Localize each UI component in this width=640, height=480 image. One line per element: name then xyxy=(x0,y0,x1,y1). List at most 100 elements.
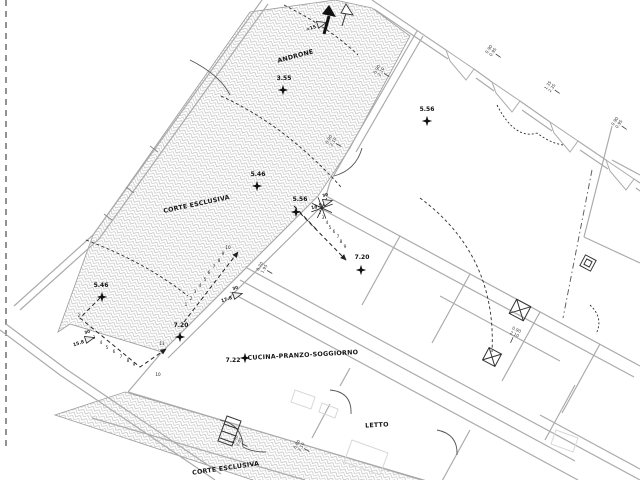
elevation-value: 5.56 xyxy=(420,106,435,113)
entrance-arrows xyxy=(322,3,354,35)
tread-depth: 30 xyxy=(232,285,239,292)
dimension-height: 2.05 xyxy=(235,436,244,447)
dimension-height: 2.10 xyxy=(509,330,520,339)
elevation-star-icon xyxy=(174,331,186,343)
fixtures xyxy=(290,389,579,476)
step-number: 9 xyxy=(133,362,136,367)
dimension-height: 0.95 xyxy=(614,118,624,129)
entry-arrow-tail xyxy=(322,15,331,35)
room-door-arc xyxy=(436,429,458,456)
shaft-box xyxy=(579,254,597,272)
step-number: 5 xyxy=(106,345,109,350)
dimension-height: 2.10 xyxy=(297,441,306,452)
room-label-letto: LETTO xyxy=(365,421,389,429)
elevation-star-icon xyxy=(290,206,302,218)
step-number: 7 xyxy=(213,264,216,269)
bed xyxy=(343,439,389,476)
opening-dimension: 0.900.95 xyxy=(610,116,627,130)
elevation-star-icon xyxy=(251,180,263,192)
dimension-width: 0.90 xyxy=(484,44,494,55)
dimension-height: 0.95 xyxy=(488,46,498,57)
gate-swing-arc xyxy=(220,95,342,188)
riser-height: 14.9 xyxy=(310,202,323,211)
step-number: 8 xyxy=(218,258,221,263)
entry-door-arc xyxy=(189,59,231,96)
tread-flag-icon xyxy=(231,292,244,300)
stair-arrow-c xyxy=(299,212,347,261)
tread-depth: 30 xyxy=(322,192,329,199)
elevation-value: 3.55 xyxy=(277,75,292,82)
stair-arrow-c2 xyxy=(293,205,319,232)
elevation-value: 5.56 xyxy=(293,196,308,203)
dimension-leader-tick xyxy=(266,270,273,274)
dimension-height: 2.35 xyxy=(547,82,557,93)
window-splay xyxy=(549,120,579,153)
elevation-value: 5.46 xyxy=(251,171,266,178)
step-number: 2 xyxy=(190,296,193,301)
step-number: 10 xyxy=(155,372,161,377)
stair-arrow-a xyxy=(183,251,239,323)
hatch-lower-courtyard xyxy=(53,391,426,480)
dimension-height: 2.10 xyxy=(329,136,338,147)
dimension-leader-tick xyxy=(335,143,342,147)
window-splay xyxy=(491,80,521,113)
elevation-star-icon xyxy=(355,264,367,276)
step-number: 7 xyxy=(337,234,340,239)
step-number: 11 xyxy=(159,341,165,346)
riser-height: ≈15 xyxy=(305,24,317,33)
dimension-leader-tick xyxy=(621,125,627,130)
androne-door-arc xyxy=(333,147,363,177)
tread-flag-icon xyxy=(321,199,334,207)
dimension-leader-tick xyxy=(241,443,248,447)
window-splay xyxy=(605,158,635,191)
step-number: 9 xyxy=(222,251,225,256)
dimension-leader-tick xyxy=(303,448,310,452)
step-number: 10 xyxy=(225,245,231,250)
elevation-value: 7.20 xyxy=(174,322,189,329)
opening-dimension: 0.902.10 xyxy=(372,64,390,77)
window-splay xyxy=(445,48,475,81)
dimension-width: 1.35 xyxy=(543,80,553,91)
step-number: 7 xyxy=(120,354,123,359)
dimension-width: 0.90 xyxy=(230,434,239,445)
opening-dimension: 0.902.10 xyxy=(324,134,342,147)
step-number: 3 xyxy=(194,289,197,294)
tread-flag-icon xyxy=(315,21,328,29)
dimension-width: 0.90 xyxy=(511,325,522,334)
opening-dimension: 0.902.05 xyxy=(230,434,248,447)
x-box-bath xyxy=(508,298,532,322)
step-number: 8 xyxy=(340,239,343,244)
elevation-value: 5.46 xyxy=(94,282,109,289)
step-number: 9 xyxy=(344,244,347,249)
site-wall-window-ticks xyxy=(103,145,159,221)
tread-depth: 30 xyxy=(84,329,91,336)
step-number: 5 xyxy=(329,225,332,230)
entry-arrow-head xyxy=(322,5,336,17)
step-number: 8 xyxy=(127,358,130,363)
section-line xyxy=(562,169,593,319)
stair-tread-marker: 30 17.8 xyxy=(220,285,244,304)
shaft-boxes xyxy=(481,254,597,368)
step-number: 6 xyxy=(208,270,211,275)
survey-station-symbol xyxy=(311,197,333,219)
terrace-swing-arc xyxy=(419,197,493,353)
dimension-leader-tick xyxy=(510,337,514,343)
exit-arrow-head xyxy=(340,3,354,16)
hatched-courtyard-areas xyxy=(53,0,426,480)
step-number: 4 xyxy=(100,340,103,345)
step-number: 2 xyxy=(78,313,81,318)
step-number: 4 xyxy=(326,220,329,225)
dimension-width: 0.90 xyxy=(610,116,620,127)
riser-height: 17.8 xyxy=(220,295,233,304)
shutter-arcs xyxy=(496,104,564,146)
exterior-ladder xyxy=(217,415,242,447)
opening-dimension: 1.352.35 xyxy=(543,80,560,94)
dimension-height: 2.10 xyxy=(377,66,386,77)
exit-arrow-tail xyxy=(341,12,347,27)
step-number: 3 xyxy=(93,335,96,340)
door-arcs xyxy=(85,4,600,456)
courtyard-swing-arc xyxy=(85,239,189,297)
step-number: 1 xyxy=(315,205,318,210)
room-label-cucina: CUCINA-PRANZO-SOGGIORNO xyxy=(247,349,358,362)
